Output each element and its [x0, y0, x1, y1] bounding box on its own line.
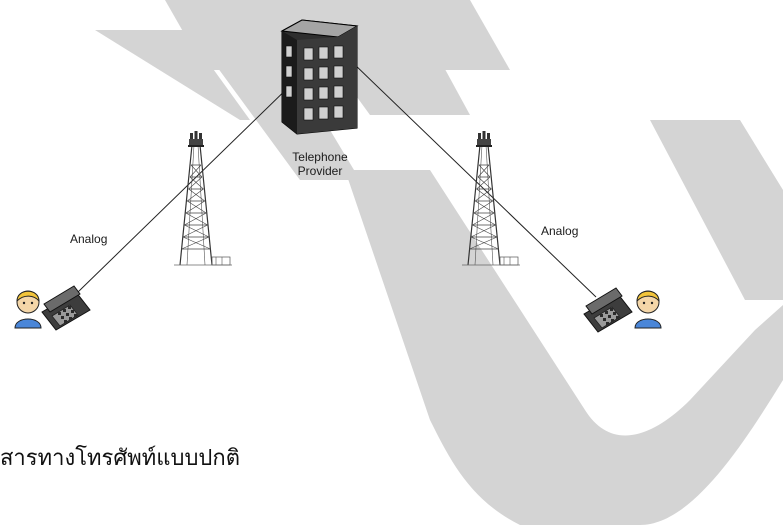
provider-label: Telephone Provider: [278, 150, 362, 178]
building-icon: [280, 19, 359, 135]
right-link-label: Analog: [541, 224, 579, 238]
caption-text: สารทางโทรศัพท์แบบปกติ: [0, 446, 240, 471]
user-icon-right: [634, 290, 662, 329]
provider-label-line1: Telephone: [292, 150, 348, 164]
left-link-label: Analog: [70, 232, 108, 246]
telephone-icon-left: [41, 285, 91, 331]
provider-label-line2: Provider: [297, 164, 343, 178]
telephone-icon-right: [583, 287, 633, 333]
user-icon-left: [14, 290, 42, 329]
